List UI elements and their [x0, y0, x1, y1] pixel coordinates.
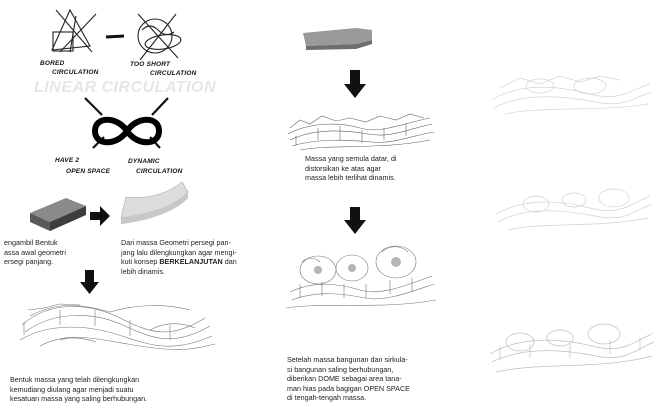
site-render-1 — [492, 76, 652, 114]
site-render-3 — [490, 324, 654, 372]
site-render-2 — [496, 189, 652, 230]
